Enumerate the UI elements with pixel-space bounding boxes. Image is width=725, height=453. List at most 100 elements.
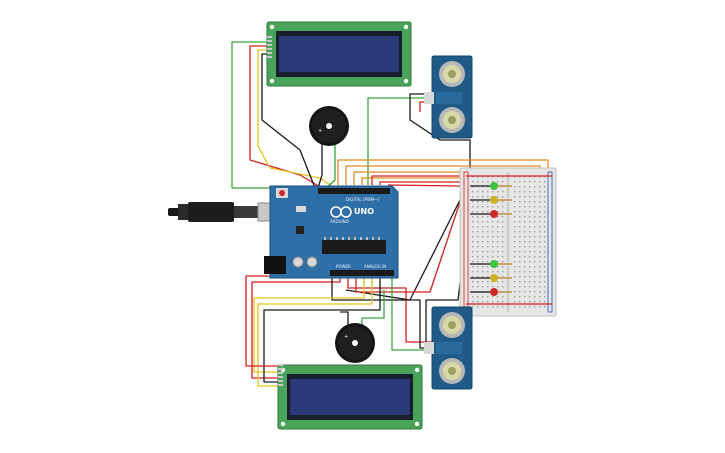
breadboard-hole xyxy=(482,261,484,263)
digital-header[interactable] xyxy=(318,188,390,194)
breadboard-hole xyxy=(539,176,541,178)
breadboard-hole xyxy=(487,231,489,233)
breadboard-hole xyxy=(539,251,541,253)
breadboard-hole xyxy=(539,196,541,198)
breadboard-hole xyxy=(519,291,521,293)
breadboard-hole xyxy=(539,286,541,288)
usb-cable-plug[interactable] xyxy=(168,202,285,222)
breadboard-hole xyxy=(502,206,504,208)
breadboard-hole xyxy=(534,286,536,288)
breadboard-hole xyxy=(482,176,484,178)
breadboard-hole xyxy=(502,271,504,273)
breadboard-hole xyxy=(472,266,474,268)
breadboard-hole xyxy=(487,221,489,223)
led-red-2[interactable] xyxy=(490,288,512,296)
breadboard-hole xyxy=(514,201,516,203)
breadboard-hole xyxy=(482,306,484,308)
wire-black-buzzer-top xyxy=(317,138,323,189)
breadboard-hole xyxy=(514,291,516,293)
breadboard-hole xyxy=(524,231,526,233)
breadboard-hole xyxy=(492,251,494,253)
breadboard-hole xyxy=(534,191,536,193)
wire-green-buzzer-top xyxy=(325,140,336,189)
breadboard-hole xyxy=(519,206,521,208)
breadboard-hole xyxy=(497,221,499,223)
ultrasonic-sensor-top[interactable] xyxy=(424,55,473,139)
breadboard-hole xyxy=(497,196,499,198)
breadboard-hole xyxy=(539,231,541,233)
breadboard-hole xyxy=(519,281,521,283)
breadboard-hole xyxy=(524,251,526,253)
breadboard-hole xyxy=(482,281,484,283)
lcd-display-top[interactable] xyxy=(266,21,412,87)
breadboard-hole xyxy=(497,201,499,203)
led-green-2[interactable] xyxy=(490,260,512,268)
breadboard-hole xyxy=(524,236,526,238)
breadboard-hole xyxy=(539,241,541,243)
breadboard-hole xyxy=(514,176,516,178)
piezo-buzzer-top[interactable]: + xyxy=(309,106,349,146)
breadboard-hole xyxy=(492,241,494,243)
breadboard-hole xyxy=(487,236,489,238)
ultrasonic-sensor-bottom[interactable] xyxy=(424,306,473,390)
breadboard-hole xyxy=(492,206,494,208)
led-yellow-1[interactable] xyxy=(490,196,512,204)
arduino-uno-board[interactable]: DIGITAL (PWM~) UNO ARDUINO POWER ANALOG … xyxy=(264,185,399,279)
breadboard-hole xyxy=(519,246,521,248)
breadboard-hole xyxy=(529,206,531,208)
breadboard-hole xyxy=(514,296,516,298)
breadboard-hole xyxy=(497,281,499,283)
wire-yellow-lcd-bottom-2 xyxy=(257,270,373,387)
breadboard-hole xyxy=(534,206,536,208)
breadboard-hole xyxy=(529,291,531,293)
board-model-label: UNO xyxy=(354,207,374,216)
breadboard-hole xyxy=(487,276,489,278)
breadboard-hole xyxy=(524,261,526,263)
lcd-display-bottom[interactable] xyxy=(277,364,423,430)
breadboard-hole xyxy=(497,241,499,243)
breadboard-hole xyxy=(529,221,531,223)
mount-hole-icon xyxy=(269,78,275,84)
breadboard-hole xyxy=(539,256,541,258)
breadboard-hole xyxy=(502,236,504,238)
power-analog-header[interactable] xyxy=(330,270,394,276)
breadboard-hole xyxy=(472,191,474,193)
piezo-buzzer-bottom[interactable]: + xyxy=(335,323,375,363)
breadboard-hole xyxy=(472,251,474,253)
breadboard-hole xyxy=(487,266,489,268)
breadboard-hole xyxy=(487,241,489,243)
chip-pins xyxy=(324,237,380,240)
breadboard-hole xyxy=(477,306,479,308)
breadboard-hole xyxy=(472,306,474,308)
breadboard-hole xyxy=(529,191,531,193)
breadboard-hole xyxy=(487,256,489,258)
breadboard-hole xyxy=(502,246,504,248)
breadboard-hole xyxy=(519,271,521,273)
breadboard-hole xyxy=(514,251,516,253)
breadboard-hole xyxy=(487,191,489,193)
breadboard-hole xyxy=(544,211,546,213)
breadboard-hole xyxy=(544,196,546,198)
breadboard-hole xyxy=(539,216,541,218)
breadboard-hole xyxy=(472,271,474,273)
breadboard-hole xyxy=(524,206,526,208)
breadboard-hole xyxy=(497,261,499,263)
breadboard-hole xyxy=(539,296,541,298)
breadboard-hole xyxy=(502,301,504,303)
led-red-1[interactable] xyxy=(490,210,512,218)
led-green-1[interactable] xyxy=(490,182,512,190)
breadboard-hole xyxy=(544,251,546,253)
breadboard-hole xyxy=(482,231,484,233)
breadboard-hole xyxy=(487,261,489,263)
power-jack[interactable] xyxy=(264,256,286,274)
breadboard-hole xyxy=(519,296,521,298)
breadboard-hole xyxy=(477,226,479,228)
breadboard[interactable] xyxy=(459,167,557,317)
breadboard-hole xyxy=(497,266,499,268)
breadboard-hole xyxy=(472,206,474,208)
led-yellow-2[interactable] xyxy=(490,274,512,282)
breadboard-hole xyxy=(514,281,516,283)
breadboard-hole xyxy=(544,276,546,278)
mount-hole-icon xyxy=(269,24,275,30)
breadboard-hole xyxy=(519,231,521,233)
